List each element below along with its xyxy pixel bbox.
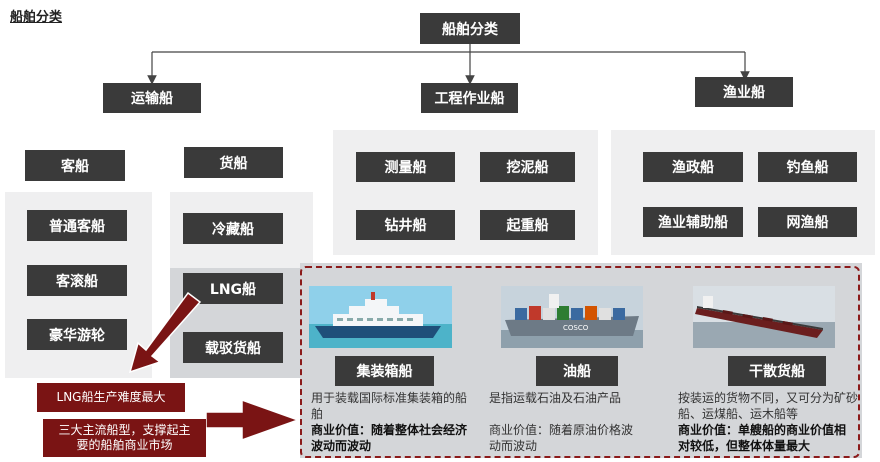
cargo-item-lash: 载驳货船: [183, 332, 283, 363]
root-node: 船舶分类: [420, 13, 520, 44]
category-transport: 运输船: [103, 83, 201, 113]
ship-hull-text: COSCO: [563, 324, 589, 332]
container-desc-text: 用于装载国际标准集装箱的船舶: [311, 391, 468, 421]
oil-desc-text: 是指运载石油及石油产品: [489, 391, 622, 405]
oil-tanker-image: COSCO: [501, 286, 643, 348]
lng-callout: LNG船生产难度最大: [37, 383, 185, 412]
main-type-container-label: 集装箱船: [335, 356, 434, 386]
oil-desc: 是指运载石油及石油产品 商业价值：随着原油价格波动而波动: [489, 390, 659, 454]
category-engineering: 工程作业船: [421, 83, 518, 113]
fishing-item-angling: 钓鱼船: [758, 152, 857, 182]
main-types-arrow: [205, 398, 301, 442]
bulk-desc-text: 按装运的货物不同，又可分为矿砂船、运煤船、运木船等: [678, 391, 859, 421]
passenger-item-cruise: 豪华游轮: [27, 319, 127, 350]
page-title: 船舶分类: [10, 10, 63, 25]
passenger-item-roro: 客滚船: [27, 265, 127, 296]
cargo-item-lng: LNG船: [183, 273, 283, 304]
cargo-label: 货船: [184, 147, 283, 178]
fishing-item-patrol: 渔政船: [643, 152, 743, 182]
container-value: 商业价值：随着整体社会经济波动而波动: [311, 423, 468, 453]
cargo-item-reefer: 冷藏船: [183, 213, 283, 244]
container-desc: 用于装载国际标准集装箱的船舶 商业价值：随着整体社会经济波动而波动: [311, 390, 471, 454]
main-types-callout: 三大主流船型，支撑起主要的船舶商业市场: [43, 419, 206, 457]
passenger-label: 客船: [25, 150, 125, 181]
bulk-carrier-image: [693, 286, 835, 348]
engineering-item-survey: 测量船: [356, 152, 455, 182]
container-ship-image: [309, 286, 452, 348]
oil-value: 商业价值：随着原油价格波动而波动: [489, 423, 634, 453]
fishing-item-net: 网渔船: [758, 207, 857, 237]
category-fishing: 渔业船: [695, 77, 793, 107]
main-type-bulk-label: 干散货船: [728, 356, 826, 386]
main-types-dashed-border: [300, 266, 860, 458]
bulk-value: 商业价值：单艘船的商业价值相对较低，但整体体量最大: [678, 423, 847, 453]
bulk-desc: 按装运的货物不同，又可分为矿砂船、运煤船、运木船等 商业价值：单艘船的商业价值相…: [678, 390, 858, 454]
passenger-item-regular: 普通客船: [27, 210, 127, 241]
engineering-item-drilling: 钻井船: [356, 210, 455, 240]
main-type-oil-label: 油船: [536, 356, 618, 386]
lng-arrow: [128, 291, 202, 374]
engineering-item-dredger: 挖泥船: [480, 152, 575, 182]
fishing-item-auxiliary: 渔业辅助船: [643, 207, 743, 237]
engineering-item-crane: 起重船: [480, 210, 575, 240]
